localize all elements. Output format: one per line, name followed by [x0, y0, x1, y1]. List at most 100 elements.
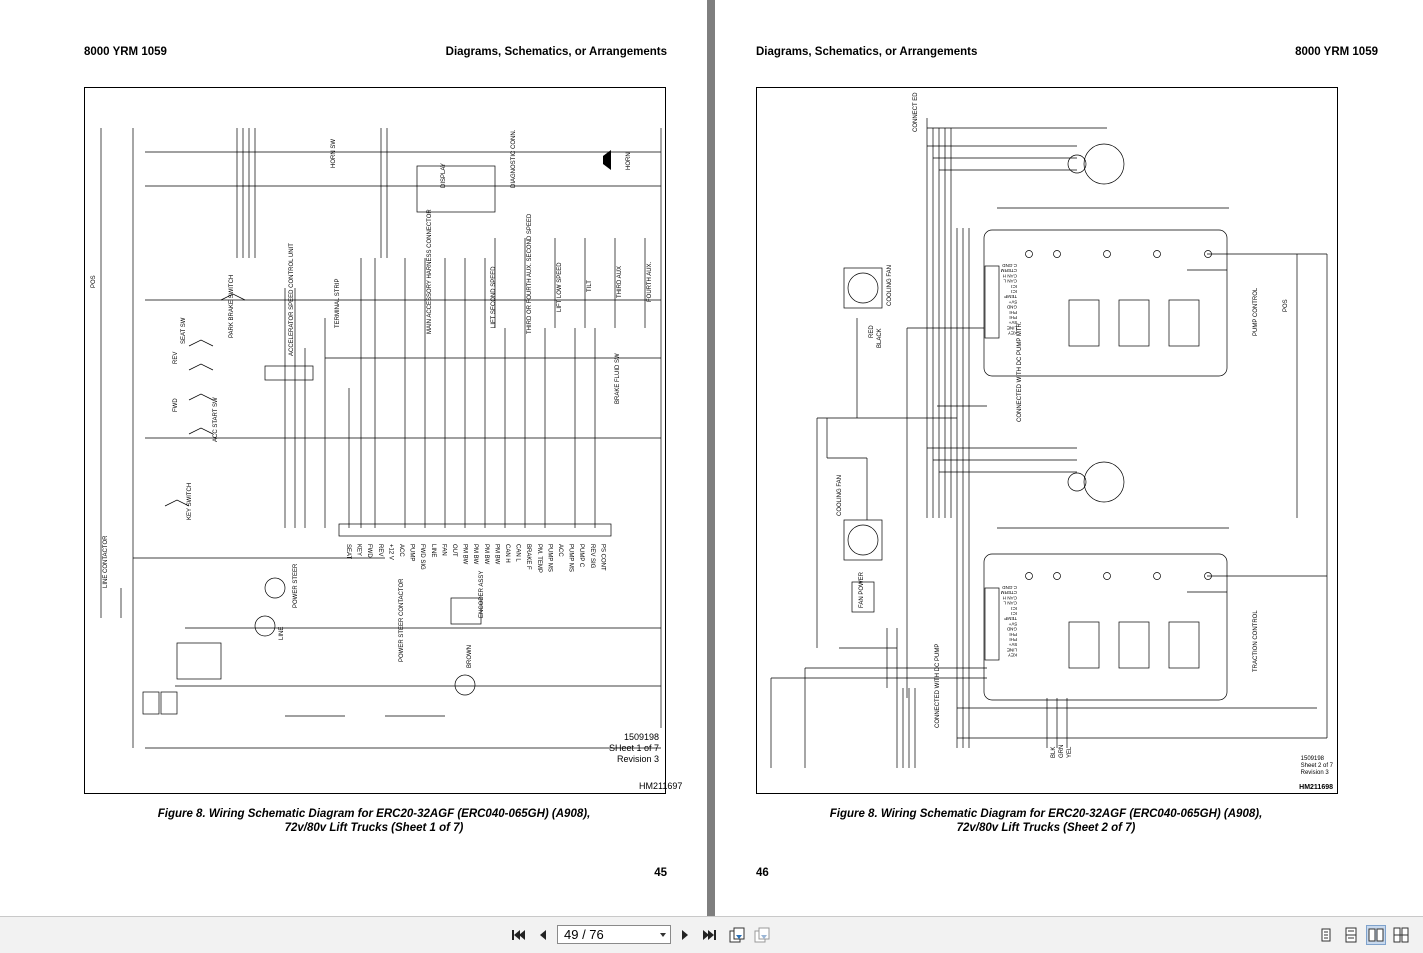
label-pos: POS — [1283, 299, 1289, 312]
connector-pin-label: REV SIG — [589, 544, 595, 569]
label-power-steer-contactor: POWER STEER CONTACTOR — [399, 578, 405, 662]
connector-pin-label: ACC — [398, 544, 404, 557]
caption-line-1: Figure 8. Wiring Schematic Diagram for E… — [829, 808, 1263, 820]
label-horn: HORN — [626, 152, 632, 170]
connector-pin-label: OUT — [451, 544, 457, 557]
controller-pin-label: PHI — [1009, 632, 1017, 637]
sheet-info-block: 1509198 SHeet 1 of 7 Revision 3 — [609, 732, 659, 765]
drawing-number: 1509198 — [623, 732, 659, 742]
label-power-steer: POWER STEER — [293, 563, 299, 608]
label-lift-low: LIFT LOW SPEED — [557, 262, 563, 312]
doc-id: HM211698 — [1299, 784, 1333, 791]
continuous-view-button[interactable] — [1341, 925, 1361, 945]
connector-pin-label: KEY — [356, 544, 362, 556]
caption-line-1: Figure 8. Wiring Schematic Diagram for E… — [157, 808, 591, 820]
controller-pin-label: 5V+ — [1008, 320, 1017, 325]
controller-pin-label: CAN L — [1003, 601, 1017, 606]
connector-pin-label: PM. TEMP — [536, 544, 542, 573]
label-connect-ed: CONNECT ED — [913, 92, 919, 132]
controller-pin-label: CTERM — [1000, 268, 1017, 273]
controller-pin-label: C.GND — [1002, 263, 1017, 268]
label-tilt: TILT — [587, 280, 593, 292]
label-fwd: FWD — [173, 398, 179, 412]
single-page-view-button[interactable] — [1316, 925, 1336, 945]
label-terminal-strip: TERMINAL STRIP — [335, 279, 341, 328]
connector-pin-label: LINE — [430, 544, 436, 557]
left-header-doc-id: 8000 YRM 1059 — [84, 46, 167, 58]
connector-pin-label: CAN L — [515, 544, 521, 562]
label-display: DISPLAY — [441, 163, 447, 188]
label-line-contactor: LINE CONTACTOR — [103, 535, 109, 588]
sheet-number: Sheet 2 of 7 — [1300, 763, 1333, 769]
label-pump-control: PUMP CONTROL — [1253, 287, 1259, 336]
sheet-number: SHeet 1 of 7 — [608, 743, 659, 753]
controller-pin-label: 5V+ — [1008, 299, 1017, 304]
connector-pin-label: +12 V — [387, 544, 393, 560]
controller-pin-label: TEMP — [1004, 616, 1017, 621]
connector-pin-label: CAN H — [504, 544, 510, 563]
page-number-select[interactable]: 49 / 76 — [557, 925, 671, 944]
controller-pin-label: PHI — [1009, 310, 1017, 315]
figure-caption: Figure 8. Wiring Schematic Diagram for E… — [84, 807, 664, 835]
revision-number: Revision 3 — [1300, 770, 1329, 776]
label-traction-control: TRACTION CONTROL — [1253, 610, 1259, 672]
continuous-facing-view-button[interactable] — [1391, 925, 1411, 945]
previous-page-button[interactable] — [533, 925, 553, 945]
connector-pin-label: REV — [377, 544, 383, 556]
controller-pin-label: ICI — [1011, 289, 1017, 294]
caption-line-2: 72v/80v Lift Trucks (Sheet 1 of 7) — [284, 822, 464, 834]
first-page-button[interactable] — [508, 925, 528, 945]
copy-pages-icon — [729, 927, 745, 943]
label-encoder: ENCODER ASSY — [479, 571, 485, 618]
next-page-button[interactable] — [675, 925, 695, 945]
controller-pin-label: CAN H — [1003, 273, 1017, 278]
label-accelerator: ACCELERATOR SPEED CONTROL UNIT — [289, 243, 295, 356]
last-page-icon — [703, 930, 716, 940]
page-number: 46 — [756, 867, 769, 879]
controller-pin-label: TEMP — [1004, 294, 1017, 299]
label-brake-fluid: BRAKE FLUID SW — [615, 353, 621, 404]
controller-pin-label: LINE — [1007, 647, 1017, 652]
horn-icon — [603, 150, 611, 170]
label-third-aux: THIRD AUX — [617, 266, 623, 298]
right-header-title: Diagrams, Schematics, or Arrangements — [756, 46, 978, 58]
controller-pin-label: GND — [1006, 627, 1017, 632]
paste-pages-button[interactable] — [752, 925, 772, 945]
connector-pin-label: PM BW — [472, 544, 478, 565]
label-key-switch: KEY SWITCH — [187, 483, 193, 520]
label-seat-sw: SEAT SW — [181, 317, 187, 344]
connector-pin-label: SEAT — [345, 544, 351, 560]
label-park-brake: PARK BRAKE SWITCH — [229, 275, 235, 338]
label-connected-pump-motor: CONNECTED WITH DC PUMP MTR. — [1017, 321, 1023, 422]
next-page-icon — [682, 930, 688, 940]
controller-pin-label: C.GND — [1002, 585, 1017, 590]
controller-pin-label: CAN H — [1003, 595, 1017, 600]
schematic-sheet-2: CONNECT ED COOLING FAN COOLING FAN PUMP … — [756, 87, 1338, 794]
label-rev: REV — [173, 352, 179, 364]
controller-pin-label: PHI — [1009, 637, 1017, 642]
connector-pin-label: PUMP MS — [546, 544, 552, 572]
revision-number: Revision 3 — [616, 754, 659, 764]
connector-pin-label: PM BW — [483, 544, 489, 565]
right-header-doc-id: 8000 YRM 1059 — [1295, 46, 1378, 58]
controller-pin-label: ICI — [1011, 284, 1017, 289]
copy-pages-button[interactable] — [727, 925, 747, 945]
continuous-view-icon — [1345, 927, 1357, 943]
controller-pin-label: 5V+ — [1008, 642, 1017, 647]
first-page-icon — [512, 930, 525, 940]
controller-pin-label: PHI — [1009, 315, 1017, 320]
label-lift-second: LIFT SECOND SPEED — [491, 266, 497, 328]
controller-pin-label: ICI — [1011, 611, 1017, 616]
continuous-facing-view-icon — [1393, 927, 1409, 943]
facing-pages-view-icon — [1368, 928, 1384, 942]
caption-line-2: 72v/80v Lift Trucks (Sheet 2 of 7) — [956, 822, 1136, 834]
connector-pin-label: ACC — [557, 544, 563, 557]
wiring-diagram-sheet-2: CONNECT ED COOLING FAN COOLING FAN PUMP … — [770, 92, 1328, 768]
previous-page-icon — [540, 930, 546, 940]
controller-pin-label: LINE — [1007, 325, 1017, 330]
facing-pages-view-button[interactable] — [1366, 925, 1386, 945]
label-connected-dc-pump: CONNECTED WITH DC PUMP — [935, 644, 941, 728]
last-page-button[interactable] — [700, 925, 720, 945]
page-number: 45 — [654, 867, 667, 879]
